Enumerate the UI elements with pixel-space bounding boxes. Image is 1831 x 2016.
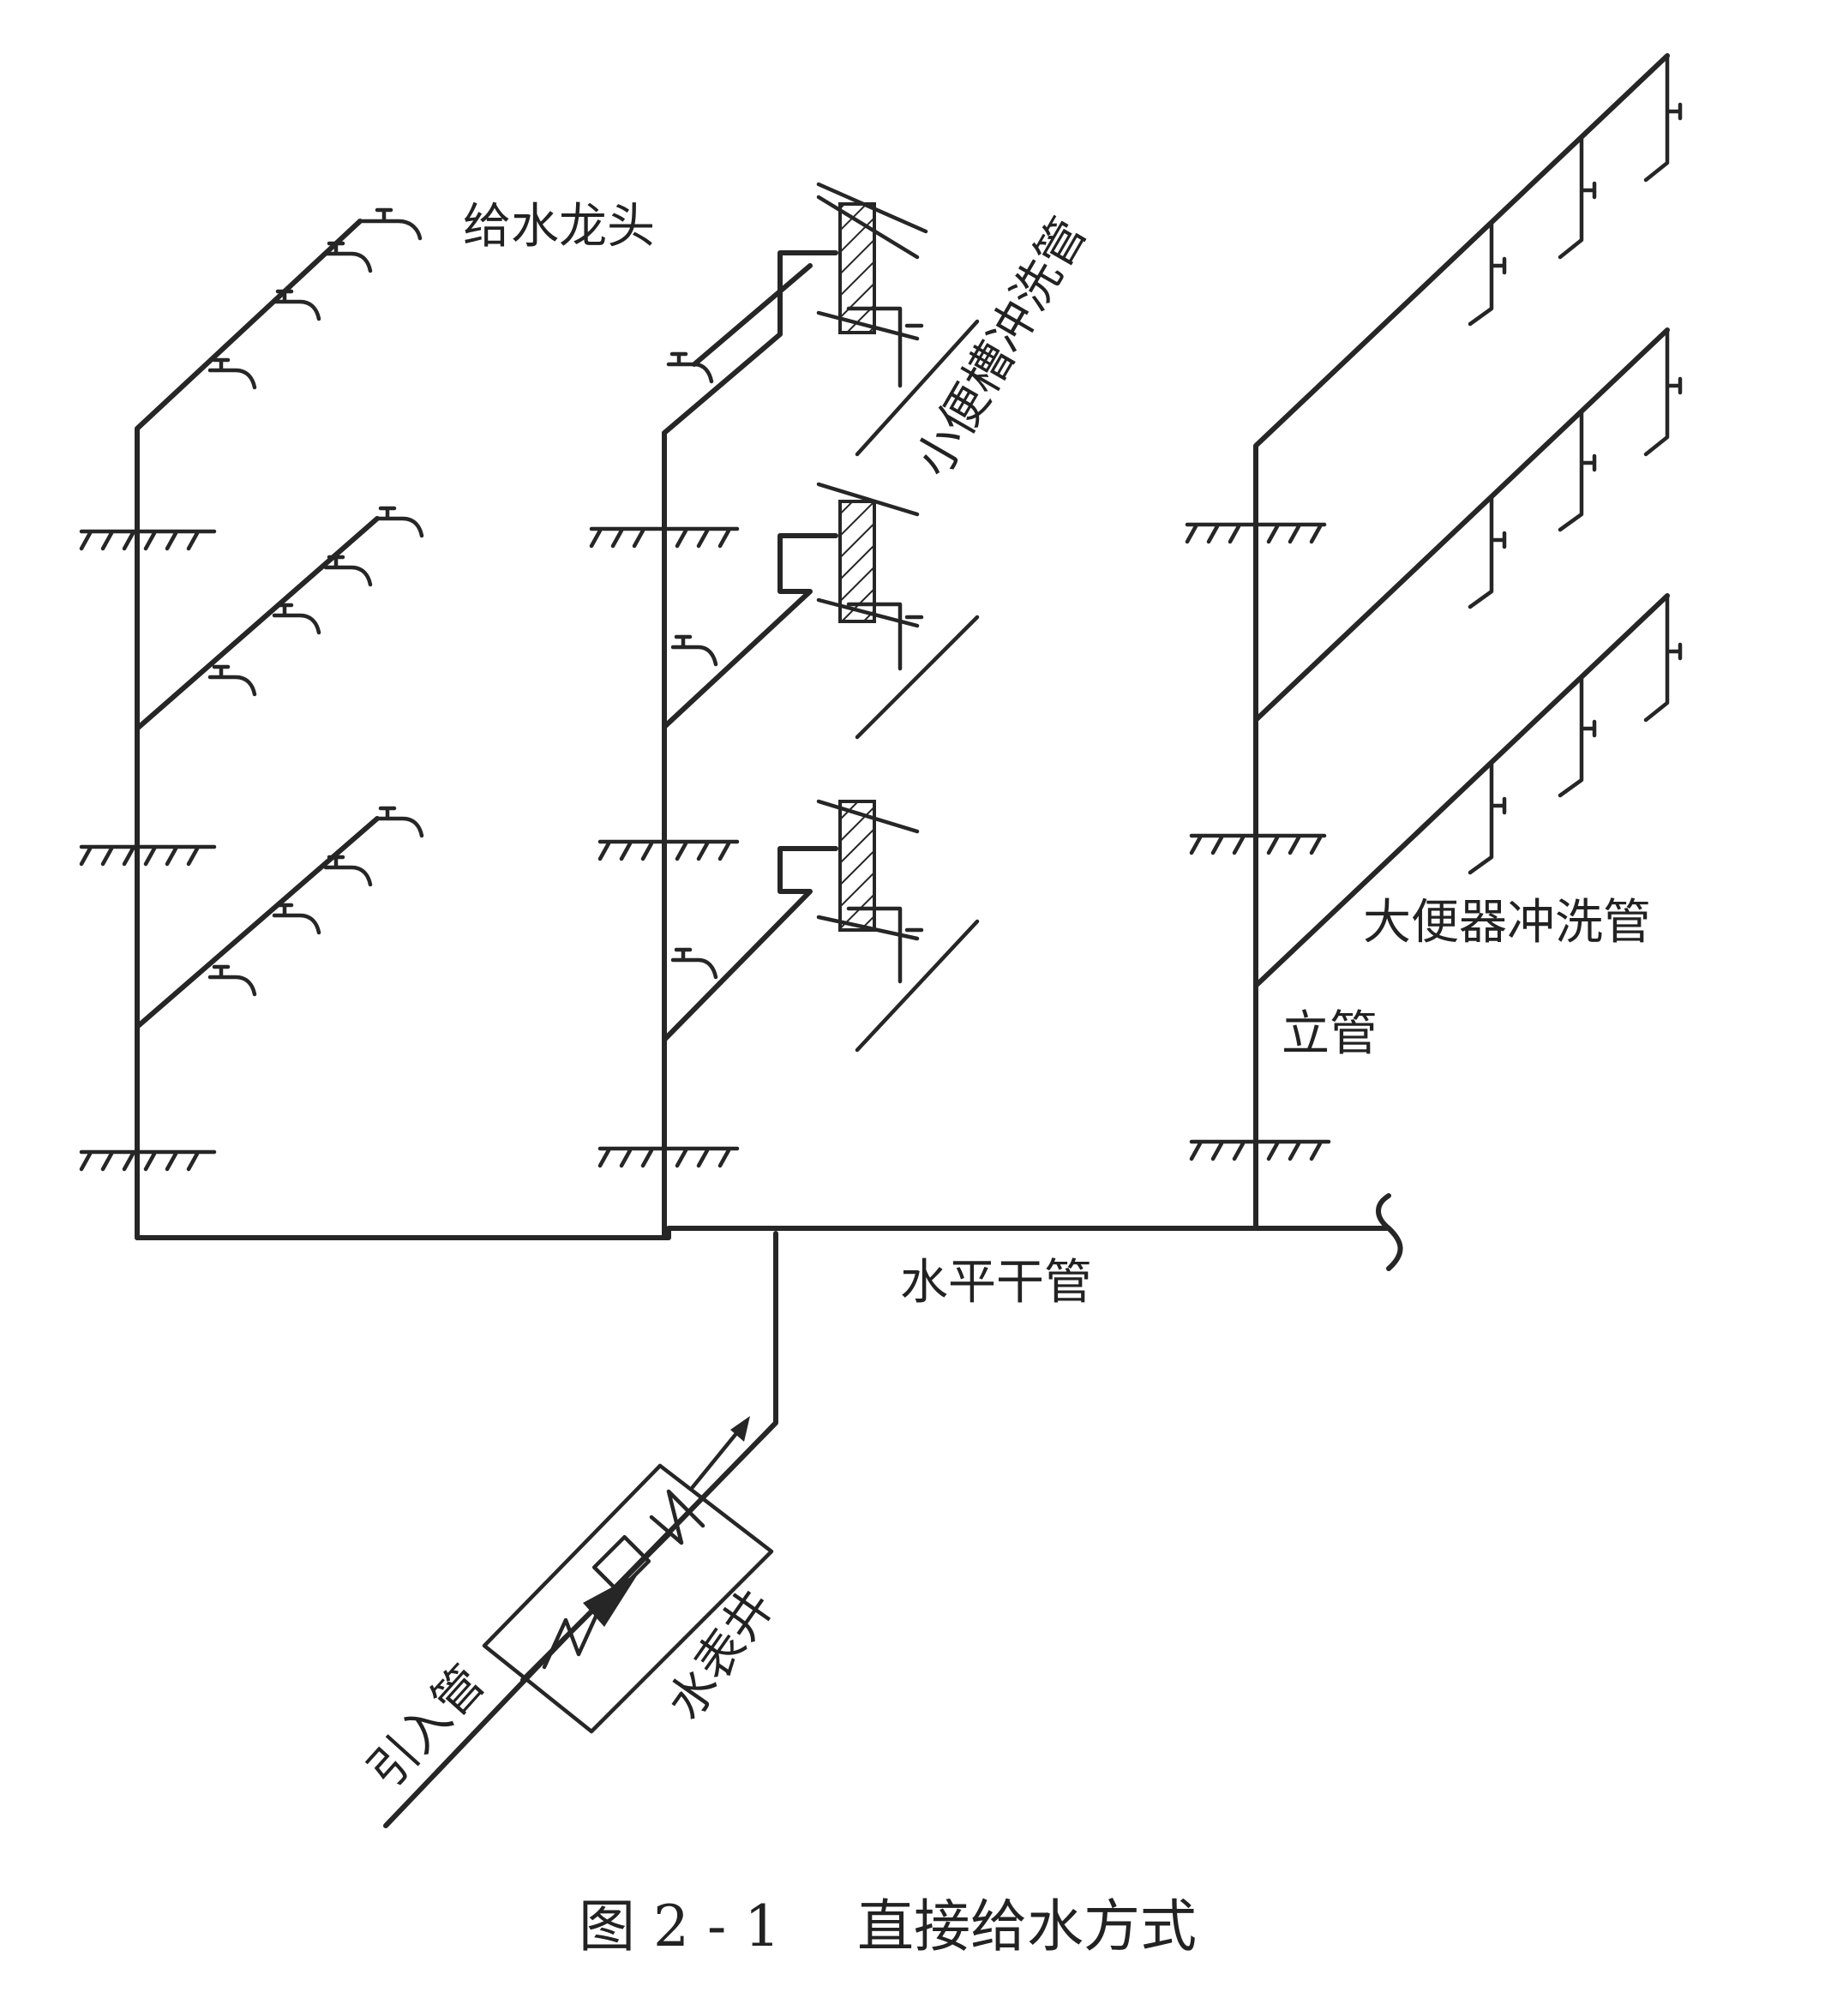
toilet-flush-low bbox=[1468, 593, 1683, 875]
faucets-low-left bbox=[207, 806, 424, 997]
floor-marks-right bbox=[1185, 522, 1331, 1161]
branch-left-mid bbox=[135, 516, 380, 731]
faucets-top-left bbox=[207, 207, 423, 390]
meter-gate-valve-lower bbox=[542, 1605, 603, 1670]
urinal-trough-low bbox=[838, 800, 876, 932]
riser-right bbox=[1253, 53, 1670, 1231]
urinal-unit-low bbox=[670, 799, 980, 1053]
faucets-mid-left bbox=[207, 506, 424, 697]
urinal-trough-top bbox=[838, 202, 876, 334]
main-pipe-end-cap bbox=[1376, 1193, 1403, 1271]
toilet-flush-mid bbox=[1468, 327, 1683, 609]
label-urinal-flush-pipe: 小便槽冲洗管 bbox=[905, 209, 1097, 486]
label-inlet-pipe: 引入管 bbox=[357, 1655, 495, 1799]
flow-arrow-head bbox=[730, 1416, 750, 1442]
branch-right-low bbox=[1253, 593, 1670, 988]
label-faucet: 给水龙头 bbox=[463, 199, 655, 255]
check-valve-icon bbox=[583, 1573, 639, 1627]
branch-right-mid bbox=[1253, 327, 1670, 723]
branch-middle-low bbox=[662, 846, 838, 1042]
label-toilet-flush-pipe: 大便器冲洗管 bbox=[1363, 895, 1651, 951]
urinal-trough-mid bbox=[838, 500, 876, 623]
flow-direction-arrow bbox=[690, 1425, 744, 1490]
meter-well-box bbox=[482, 1463, 774, 1734]
inlet-pipe-through-meter bbox=[520, 1532, 671, 1683]
horizontal-main-pipe bbox=[135, 1226, 1391, 1240]
branch-middle-mid bbox=[662, 533, 838, 729]
meter-gate-valve-upper bbox=[649, 1489, 705, 1545]
floor-marks-middle bbox=[589, 526, 740, 1168]
toilet-flush-top bbox=[1468, 53, 1683, 327]
label-riser: 立管 bbox=[1282, 1006, 1378, 1062]
branch-left-low bbox=[135, 816, 380, 1029]
urinal-unit-mid bbox=[670, 482, 980, 740]
riser-middle bbox=[662, 250, 838, 1240]
urinal-unit-top bbox=[666, 182, 980, 457]
label-horizontal-main: 水平干管 bbox=[900, 1255, 1092, 1311]
figure-title: 直接给水方式 bbox=[857, 1893, 1197, 1959]
floor-marks-left bbox=[79, 529, 217, 1172]
figure-number: 图 2 - 1 bbox=[579, 1893, 780, 1959]
